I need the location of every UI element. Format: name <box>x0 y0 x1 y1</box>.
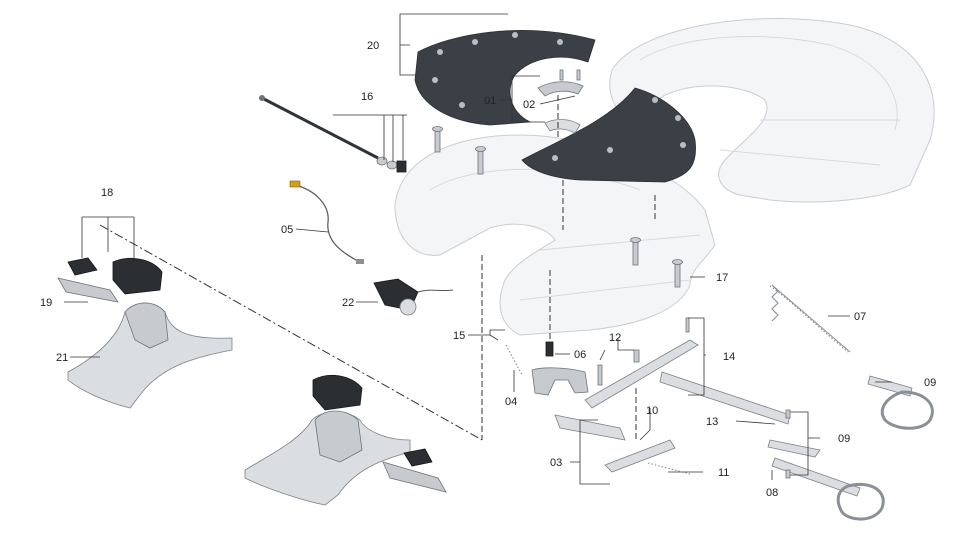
release-linkage <box>531 317 821 473</box>
sensor-cable <box>289 180 364 264</box>
label-part-16: 16 <box>361 91 373 103</box>
label-part-09-right: 09 <box>924 377 936 389</box>
label-part-19: 19 <box>40 297 52 309</box>
label-part-09-lower: 09 <box>838 433 850 445</box>
label-part-04: 04 <box>505 396 517 408</box>
label-part-02: 02 <box>523 99 535 111</box>
label-part-12: 12 <box>609 332 621 344</box>
label-part-20: 20 <box>367 40 379 52</box>
label-part-11: 11 <box>718 467 729 479</box>
label-part-21: 21 <box>56 352 68 364</box>
construction-lines <box>99 95 656 441</box>
handle-assembly-right <box>244 374 447 506</box>
ghost-coupling-plate-rear <box>609 18 935 203</box>
label-part-15: 15 <box>453 330 465 342</box>
label-part-07: 07 <box>854 311 866 323</box>
pull-handles <box>771 375 934 521</box>
actuator <box>373 278 454 316</box>
wear-plate-lower <box>521 87 696 183</box>
leader-lines <box>64 13 892 485</box>
label-part-06: 06 <box>574 349 586 361</box>
label-part-08: 08 <box>766 487 778 499</box>
label-part-18: 18 <box>101 187 113 199</box>
label-part-22: 22 <box>342 297 354 309</box>
mounting-bolts <box>432 126 683 288</box>
label-part-10: 10 <box>646 405 658 417</box>
label-part-03: 03 <box>550 457 562 469</box>
part-labels: 20 01 02 16 18 05 17 19 22 07 15 12 06 1… <box>40 40 936 499</box>
label-part-17: 17 <box>716 272 728 284</box>
label-part-05: 05 <box>281 224 293 236</box>
handle-assembly-left <box>57 257 233 409</box>
label-part-01: 01 <box>484 95 496 107</box>
wear-plate-upper <box>414 30 596 126</box>
tie-rod <box>259 95 407 173</box>
bearing-ring-parts <box>537 69 584 134</box>
label-part-13: 13 <box>706 416 718 428</box>
label-part-14: 14 <box>723 351 735 363</box>
